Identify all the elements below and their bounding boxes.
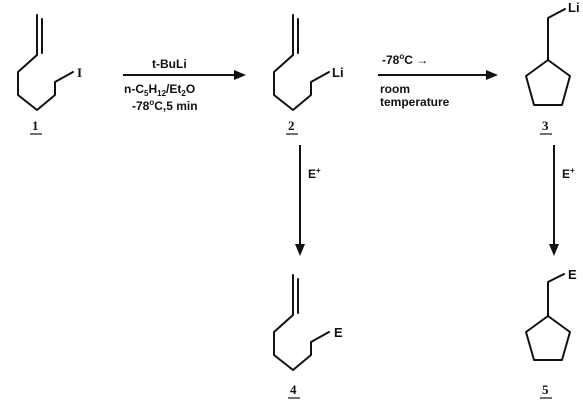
temperature-label: -78oC → [382, 52, 428, 67]
solvent-label: n-C5H12/Et2O [124, 82, 195, 98]
compound-3-structure: Li 3 [525, 0, 580, 135]
arrow-2-to-3: -78oC → room temperature [378, 52, 498, 109]
compound-3-number: 3 [542, 118, 549, 133]
compound-4-atom: E [334, 325, 343, 340]
arrow-3-to-5: E+ [549, 145, 575, 256]
compound-2-atom: Li [332, 65, 344, 80]
compound-2-structure: Li 2 [273, 14, 344, 135]
compound-5-atom: E [568, 267, 577, 282]
compound-2-number: 2 [288, 118, 295, 133]
conditions-label: -78oC,5 min [132, 98, 198, 113]
compound-4-structure: E 4 [273, 274, 343, 399]
arrow-1-to-2: t-BuLi n-C5H12/Et2O -78oC,5 min [123, 57, 246, 113]
arrow-2-to-4: E+ [295, 145, 321, 256]
compound-5-number: 5 [542, 382, 549, 397]
compound-1-atom: I [77, 65, 82, 80]
compound-1-number: 1 [32, 118, 39, 133]
compound-1-structure: I 1 [17, 14, 82, 135]
temperature-word-label: temperature [380, 95, 450, 109]
room-label: room [380, 82, 410, 96]
compound-4-number: 4 [290, 382, 297, 397]
compound-3-atom: Li [568, 0, 580, 15]
electrophile-label-2-4: E+ [308, 166, 321, 181]
compound-5-structure: E 5 [525, 267, 577, 399]
reagent-tbuli: t-BuLi [152, 57, 187, 71]
electrophile-label-3-5: E+ [562, 166, 575, 181]
